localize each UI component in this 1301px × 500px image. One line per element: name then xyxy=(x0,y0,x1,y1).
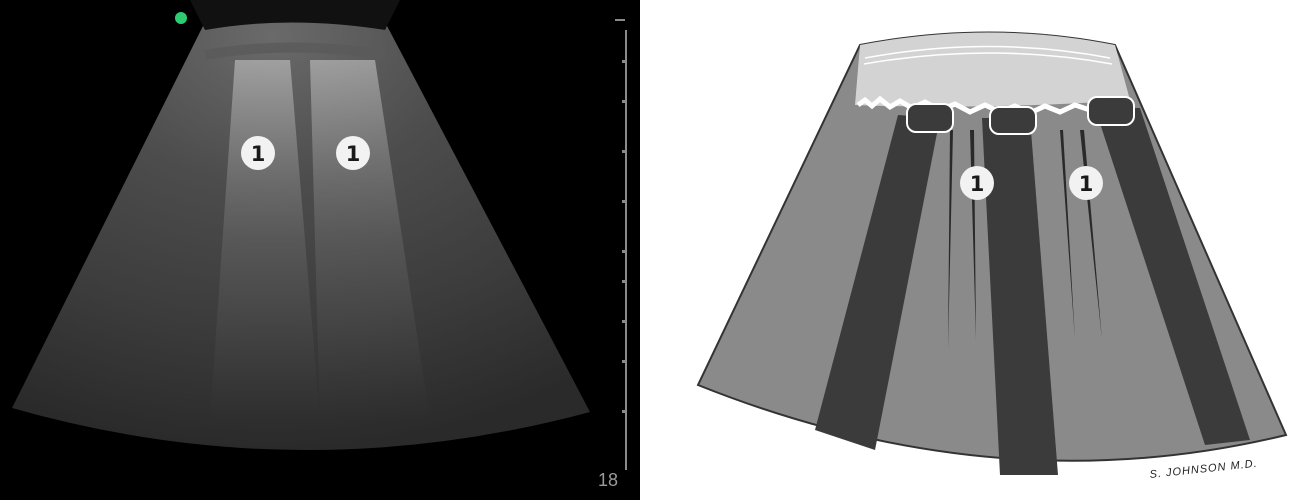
ultrasound-svg: 18 1 1 xyxy=(0,0,640,500)
b-line-marker: 1 xyxy=(1069,166,1103,200)
illustration-panel: 1 1 S. JOHNSON M.D. xyxy=(650,0,1301,500)
b-line-marker: 1 xyxy=(960,166,994,200)
b-line-marker: 1 xyxy=(336,136,370,170)
svg-text:1: 1 xyxy=(346,142,361,166)
svg-text:1: 1 xyxy=(251,142,266,166)
illustrator-signature: S. JOHNSON M.D. xyxy=(1149,458,1258,481)
svg-text:1: 1 xyxy=(1079,172,1094,196)
illustration-svg: 1 1 S. JOHNSON M.D. xyxy=(650,0,1301,500)
b-line-marker: 1 xyxy=(241,136,275,170)
depth-value: 18 xyxy=(598,470,618,490)
depth-scale xyxy=(615,19,627,470)
svg-text:1: 1 xyxy=(970,172,985,196)
ultrasound-image: 18 1 1 xyxy=(0,0,640,500)
orientation-indicator-icon xyxy=(175,12,187,24)
pleura-band xyxy=(855,33,1130,107)
